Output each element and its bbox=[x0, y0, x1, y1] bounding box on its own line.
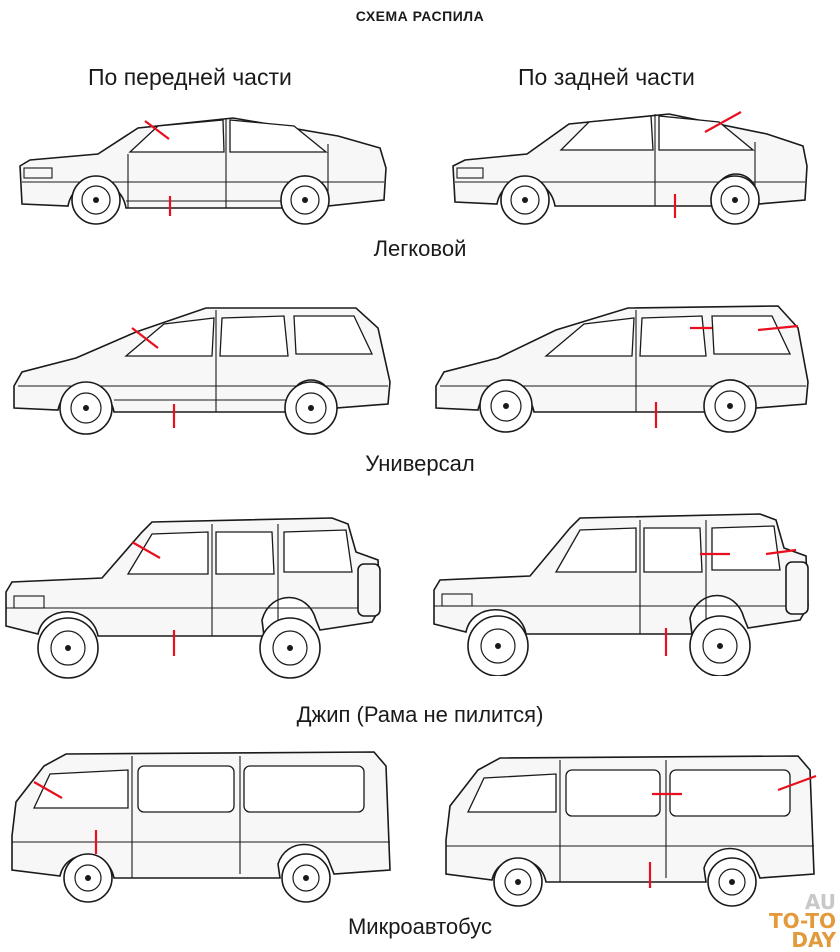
column-heading-front: По передней части bbox=[88, 64, 292, 90]
jeep-front-cut-illustration bbox=[5, 517, 381, 679]
cut-line bbox=[757, 324, 799, 332]
watermark-logo: AU TO-TO DAY bbox=[768, 890, 836, 952]
row-label-van: Микроавтобус bbox=[347, 914, 493, 939]
sedan-front-cut-illustration bbox=[19, 117, 387, 225]
sedan-rear-cut-illustration bbox=[452, 111, 808, 225]
cut-line bbox=[144, 120, 170, 140]
van-front-cut-illustration bbox=[11, 751, 391, 903]
van-rear-cut-illustration bbox=[445, 755, 817, 907]
row-label-jeep: Джип (Рама не пилится) bbox=[296, 702, 544, 727]
cut-line bbox=[33, 781, 63, 799]
cut-line bbox=[704, 111, 742, 133]
watermark-line-2: TO-TO bbox=[768, 909, 836, 933]
watermark-line-1: AU bbox=[804, 890, 836, 914]
diagram-title: СХЕМА РАСПИЛА bbox=[355, 8, 485, 24]
column-heading-rear: По задней части bbox=[518, 64, 695, 90]
watermark-line-3: DAY bbox=[791, 928, 836, 952]
wagon-front-cut-illustration bbox=[13, 307, 391, 435]
row-label-wagon: Универсал bbox=[365, 451, 475, 476]
cut-line bbox=[777, 774, 817, 792]
cut-line bbox=[131, 327, 159, 349]
row-label-sedan: Легковой bbox=[373, 236, 467, 261]
cut-line bbox=[765, 548, 797, 556]
wagon-rear-cut-illustration bbox=[435, 305, 809, 433]
jeep-rear-cut-illustration bbox=[433, 513, 809, 676]
cut-line bbox=[131, 541, 161, 559]
